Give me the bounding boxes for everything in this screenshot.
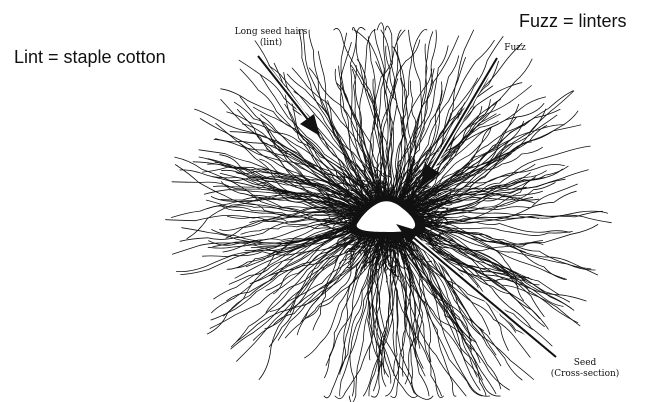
long-seed-hairs-label-line2: (lint) [229,38,313,49]
seed-label: Seed (Cross-section) [545,358,625,380]
long-seed-hairs-label: Long seed hairs (lint) [229,27,313,49]
lint-definition-note: Lint = staple cotton [14,47,166,68]
seed-label-line1: Seed [545,358,625,369]
fuzz-definition-note: Fuzz = linters [519,11,627,32]
long-seed-hairs-label-line1: Long seed hairs [229,27,313,38]
seed-label-line2: (Cross-section) [545,369,625,380]
fuzz-label: Fuzz [500,43,530,54]
